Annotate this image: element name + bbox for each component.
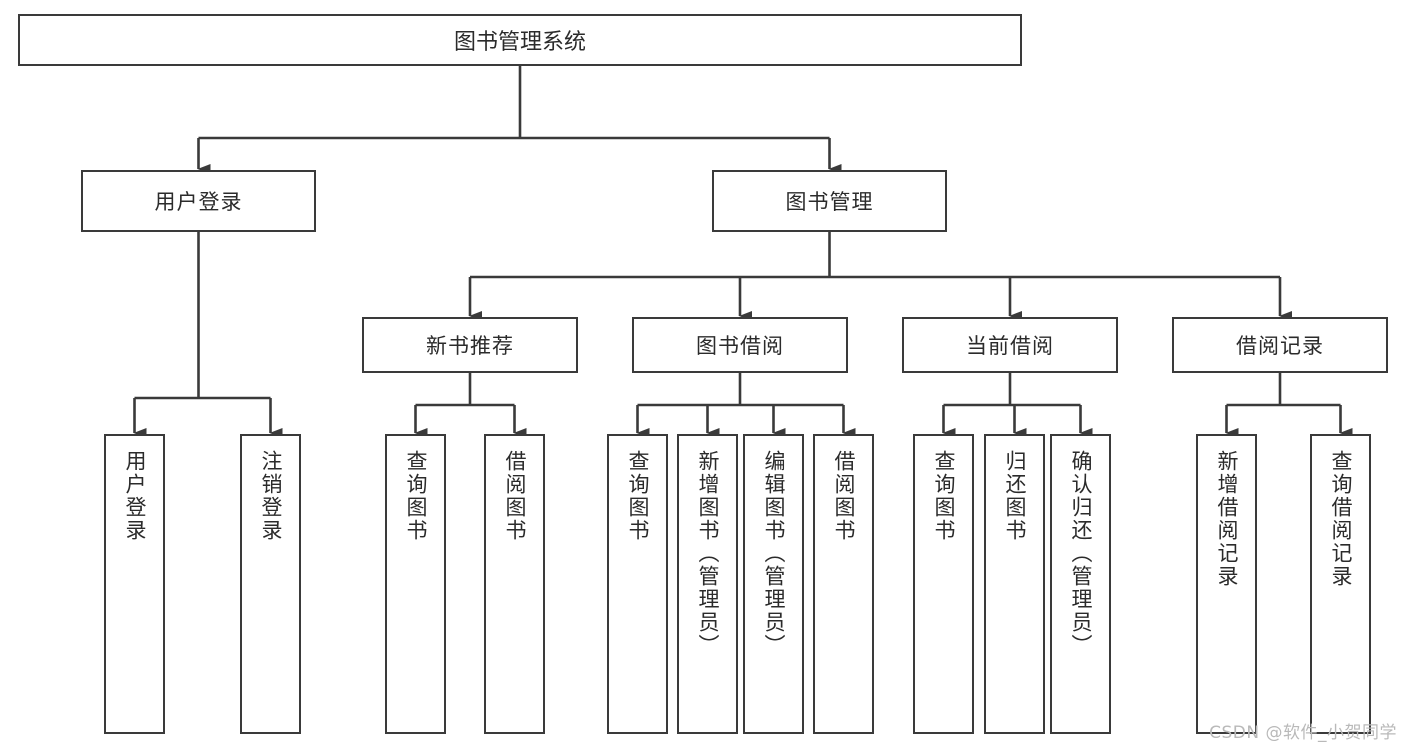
- node-borrow-record[interactable]: 借阅记录: [1172, 317, 1388, 373]
- node-book-borrow[interactable]: 图书借阅: [632, 317, 848, 373]
- leaf-query-book-recommend[interactable]: 查询图书: [385, 434, 446, 734]
- leaf-borrow-book[interactable]: 借阅图书: [813, 434, 874, 734]
- node-book-management[interactable]: 图书管理: [712, 170, 947, 232]
- node-new-book-recommend[interactable]: 新书推荐: [362, 317, 578, 373]
- leaf-edit-book-admin[interactable]: 编辑图书（管理员）: [743, 434, 804, 734]
- leaf-query-borrow-record[interactable]: 查询借阅记录: [1310, 434, 1371, 734]
- leaf-confirm-return-admin[interactable]: 确认归还（管理员）: [1050, 434, 1111, 734]
- node-current-borrow[interactable]: 当前借阅: [902, 317, 1118, 373]
- leaf-borrow-book-recommend[interactable]: 借阅图书: [484, 434, 545, 734]
- leaf-query-book-borrow[interactable]: 查询图书: [607, 434, 668, 734]
- node-root[interactable]: 图书管理系统: [18, 14, 1022, 66]
- leaf-user-login[interactable]: 用户登录: [104, 434, 165, 734]
- leaf-add-borrow-record[interactable]: 新增借阅记录: [1196, 434, 1257, 734]
- leaf-query-book-current[interactable]: 查询图书: [913, 434, 974, 734]
- leaf-return-book[interactable]: 归还图书: [984, 434, 1045, 734]
- node-user-login[interactable]: 用户登录: [81, 170, 316, 232]
- leaf-add-book-admin[interactable]: 新增图书（管理员）: [677, 434, 738, 734]
- leaf-user-logout[interactable]: 注销登录: [240, 434, 301, 734]
- watermark: CSDN @软件_小贺同学: [1209, 723, 1397, 743]
